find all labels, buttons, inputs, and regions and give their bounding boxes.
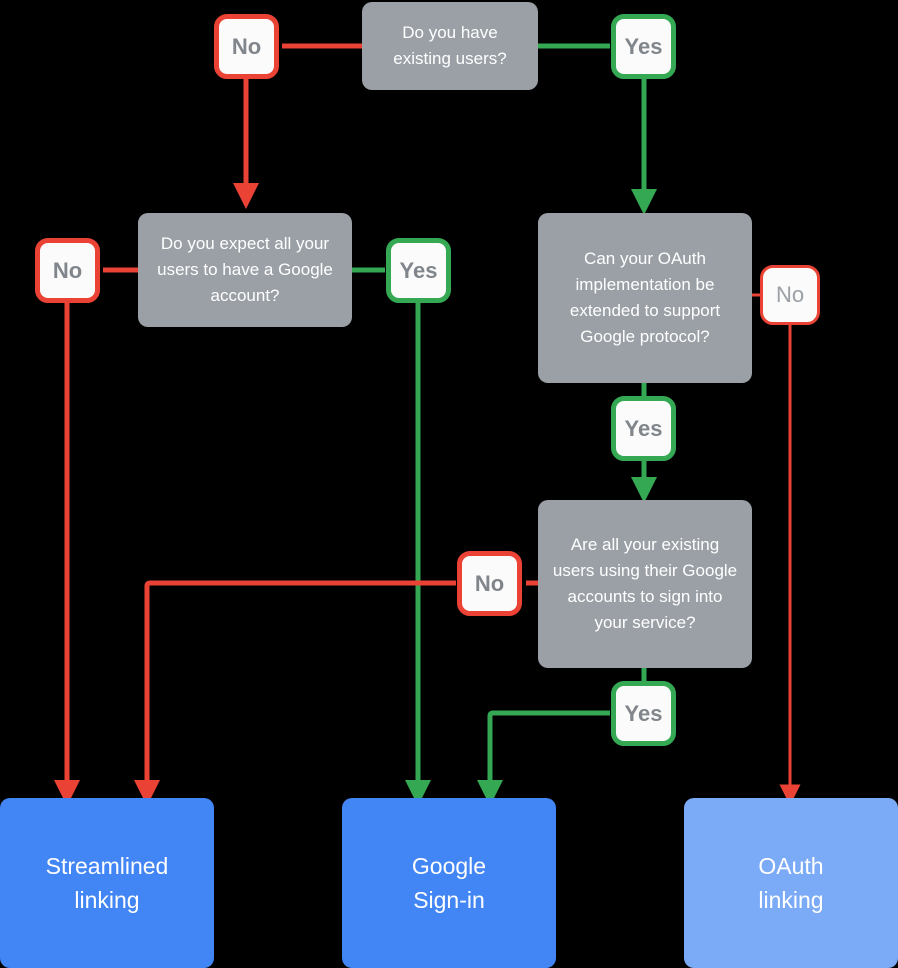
badge-q2-no[interactable]: No: [35, 238, 100, 303]
badge-label: No: [231, 33, 262, 59]
question-box-google-account: Do you expect all your users to have a G…: [138, 213, 352, 327]
edge-q4-yes-to-google-signin: [477, 710, 610, 806]
badge-label: No: [775, 282, 805, 307]
badge-label: No: [474, 570, 505, 596]
question-box-existing-users: Do you have existing users?: [362, 2, 538, 90]
result-label: OAuth linking: [758, 849, 823, 917]
badge-label: Yes: [624, 33, 663, 59]
result-line-2: linking: [74, 887, 140, 913]
badge-label: Yes: [399, 257, 438, 283]
result-box-streamlined-linking[interactable]: Streamlined linking: [0, 798, 214, 968]
result-label: Streamlined linking: [46, 849, 169, 917]
result-line-1: Google: [411, 853, 487, 879]
result-line-2: linking: [758, 887, 824, 913]
badge-label: Yes: [624, 700, 663, 726]
result-line-1: Streamlined: [45, 853, 169, 879]
result-box-google-signin[interactable]: Google Sign-in: [342, 798, 556, 968]
badge-q4-no[interactable]: No: [457, 551, 522, 616]
badge-q2-yes[interactable]: Yes: [386, 238, 451, 303]
badge-q4-yes[interactable]: Yes: [611, 681, 676, 746]
badge-label: No: [52, 257, 83, 283]
badge-q1-yes[interactable]: Yes: [611, 14, 676, 79]
badge-q3-no[interactable]: No: [760, 265, 820, 325]
badge-q3-yes[interactable]: Yes: [611, 396, 676, 461]
result-line-2: Sign-in: [413, 887, 485, 913]
badge-label: Yes: [624, 415, 663, 441]
result-label: Google Sign-in: [412, 849, 486, 917]
edge-q4-no-to-streamlined: [134, 580, 456, 806]
question-box-existing-google-accounts: Are all your existing users using their …: [538, 500, 752, 668]
question-box-oauth-extended: Can your OAuth implementation be extende…: [538, 213, 752, 383]
result-line-1: OAuth: [758, 853, 824, 879]
badge-q1-no[interactable]: No: [214, 14, 279, 79]
result-box-oauth-linking[interactable]: OAuth linking: [684, 798, 898, 968]
